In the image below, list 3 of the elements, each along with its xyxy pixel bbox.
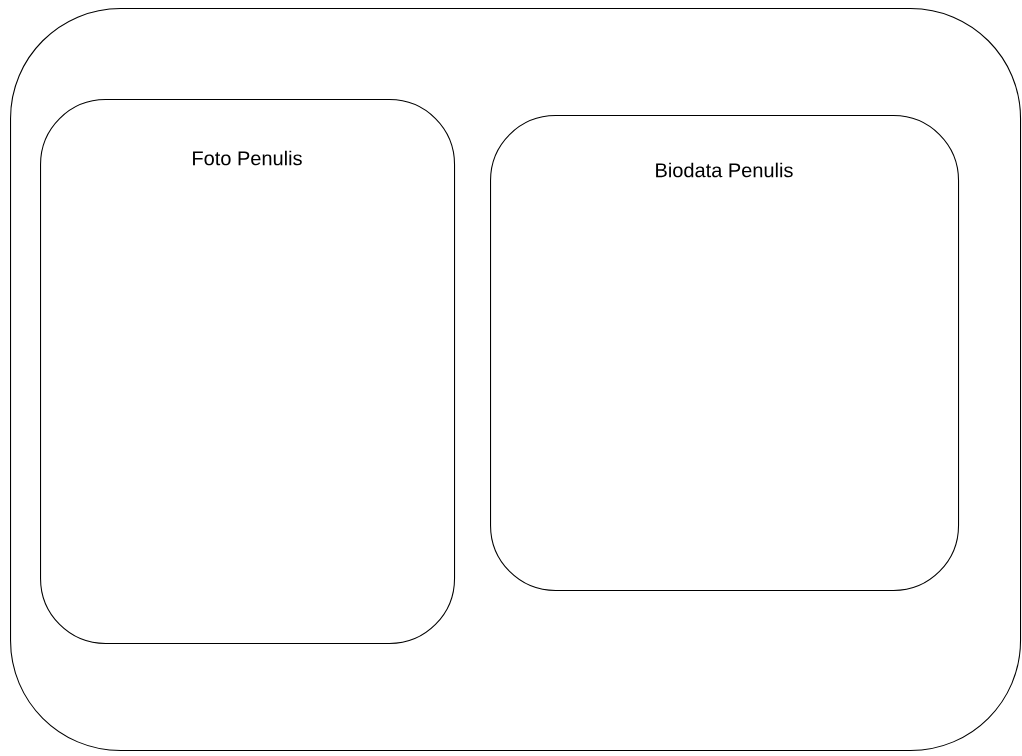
- rounded-box: Foto Penulis: [40, 99, 456, 645]
- rounded-frame: [10, 8, 1022, 752]
- rounded-box: Biodata Penulis: [490, 115, 960, 592]
